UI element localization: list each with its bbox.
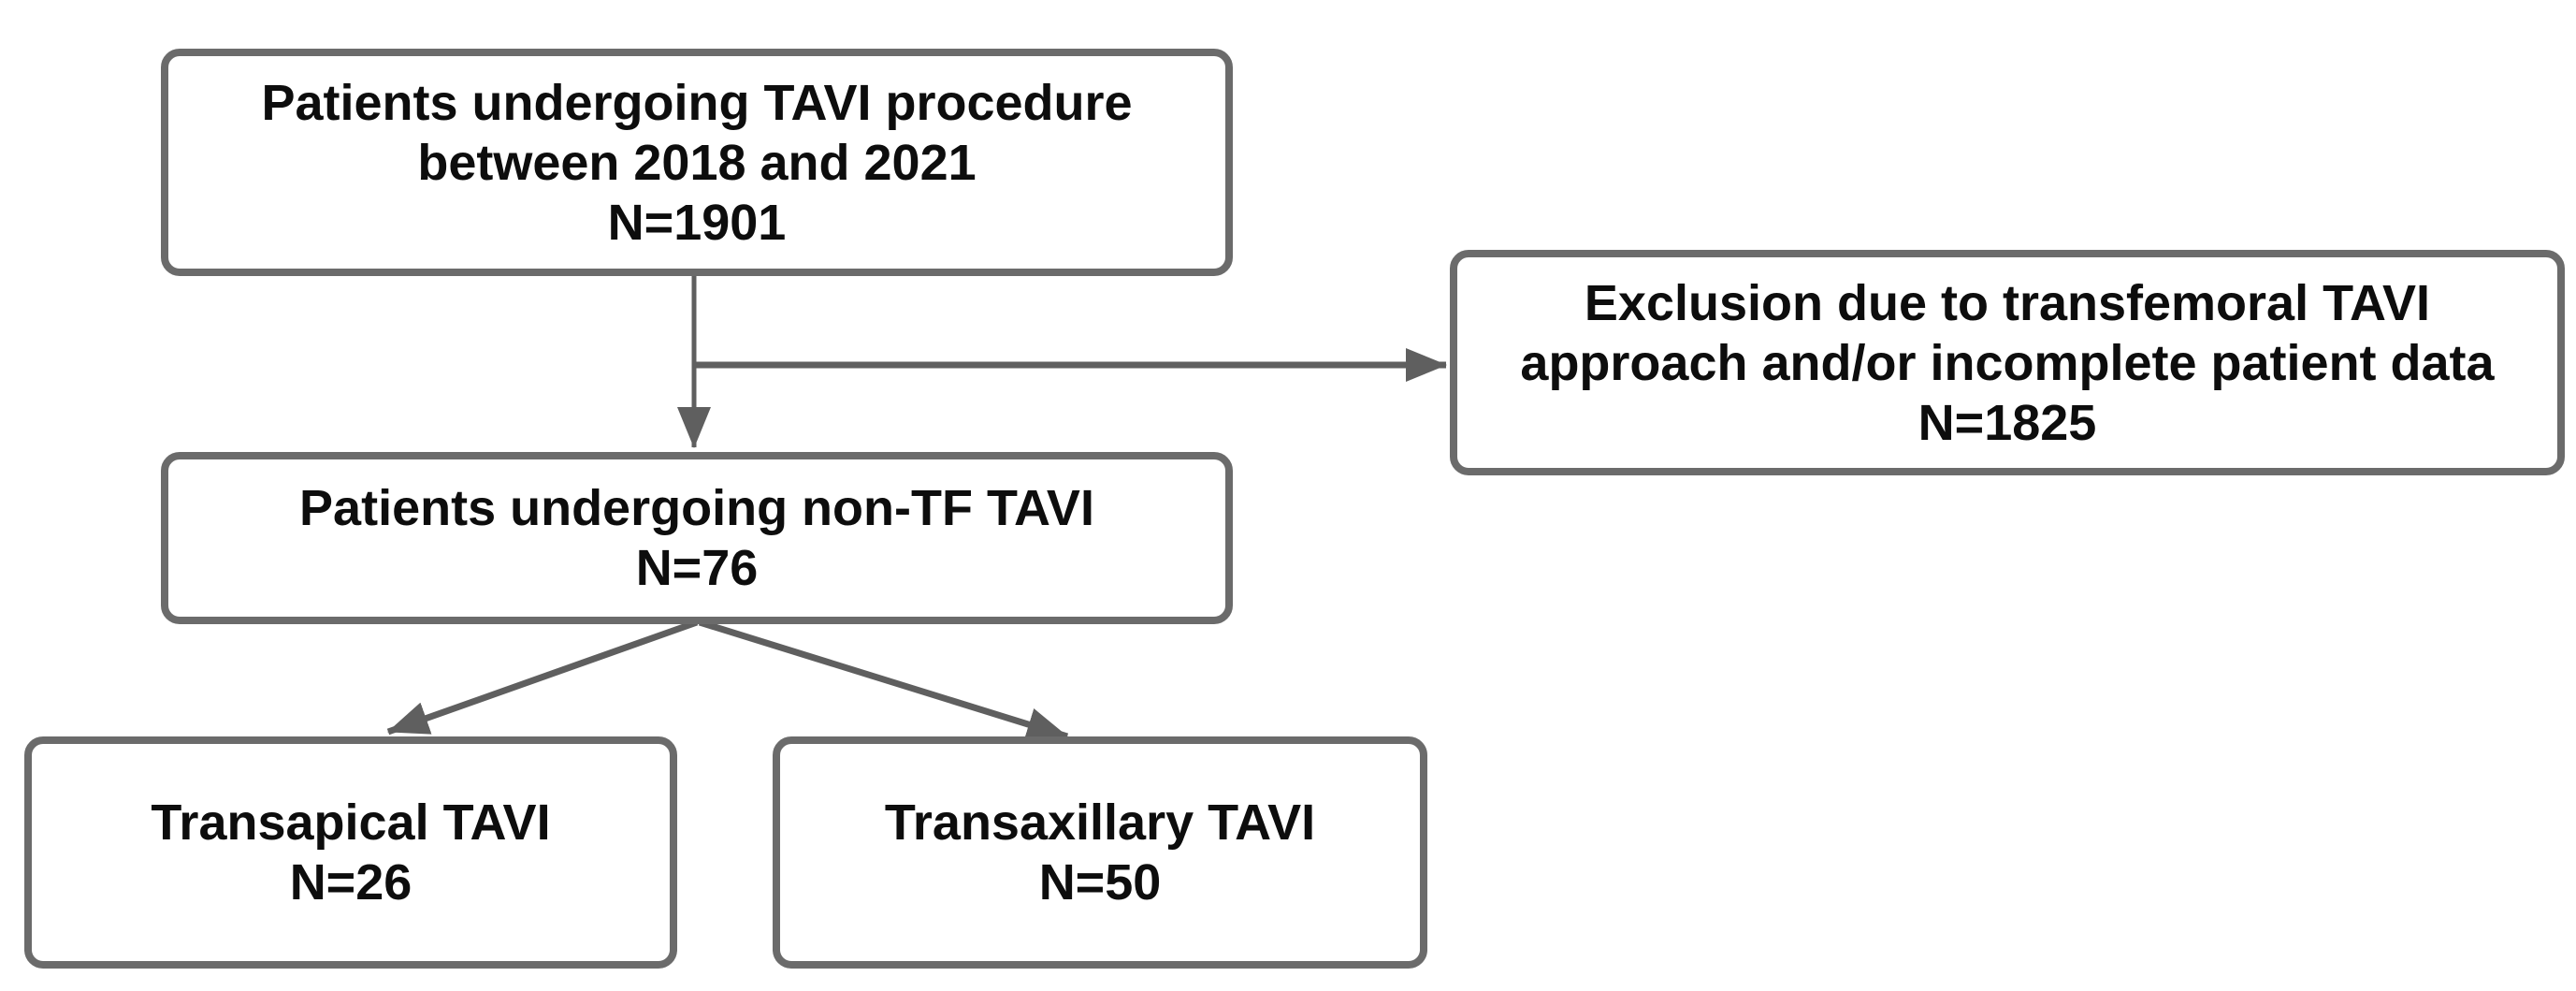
box-text-line: N=26: [289, 854, 412, 911]
box-text-line: N=1901: [607, 194, 787, 251]
box-text-line: Exclusion due to transfemoral TAVI: [1584, 274, 2431, 331]
box-text-line: Patients undergoing non-TF TAVI: [299, 480, 1094, 536]
box-transaxillary: Transaxillary TAVI N=50: [773, 736, 1427, 969]
box-text-line: Transapical TAVI: [151, 794, 551, 851]
box-text-line: N=76: [635, 540, 759, 596]
arrow-nontf-to-transaxillary: [698, 619, 1069, 741]
box-exclusion: Exclusion due to transfemoral TAVI appro…: [1450, 250, 2565, 475]
box-non-tf-tavi: Patients undergoing non-TF TAVI N=76: [161, 452, 1233, 624]
box-text-line: approach and/or incomplete patient data: [1520, 334, 2495, 391]
box-text-line: N=1825: [1918, 394, 2097, 451]
box-tavi-total: Patients undergoing TAVI procedure betwe…: [161, 49, 1233, 276]
box-transapical: Transapical TAVI N=26: [24, 736, 677, 969]
box-text-line: Patients undergoing TAVI procedure: [261, 74, 1133, 131]
box-text-line: between 2018 and 2021: [417, 134, 977, 191]
box-text-line: Transaxillary TAVI: [884, 794, 1316, 851]
box-text-line: N=50: [1038, 854, 1162, 911]
arrow-nontf-to-transapical: [386, 619, 699, 736]
